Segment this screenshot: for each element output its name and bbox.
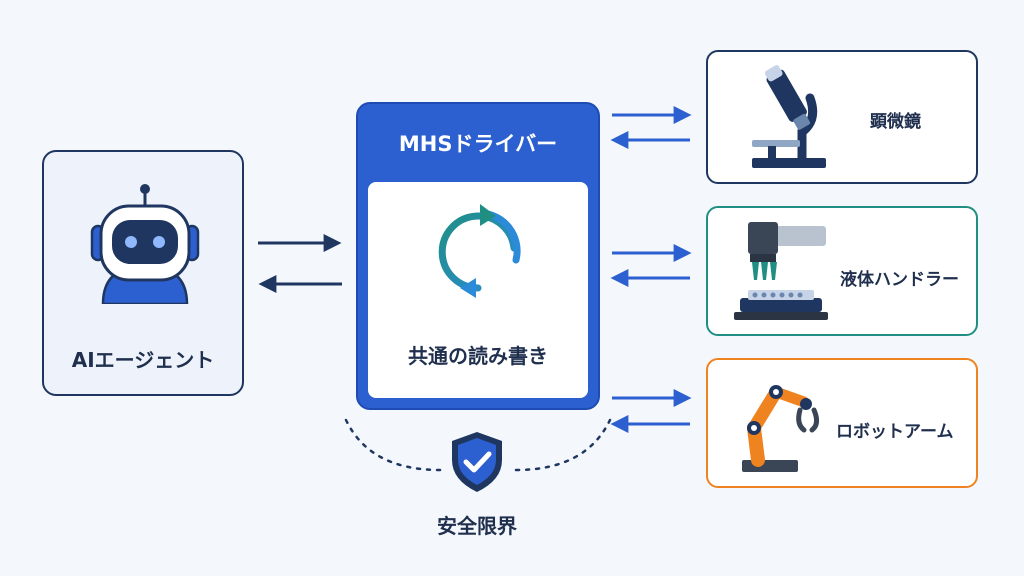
- ai-agent-label: AIエージェント: [71, 348, 215, 372]
- device-robot-arm-label: ロボットアーム: [836, 422, 954, 442]
- agent-driver-arrows: [258, 234, 342, 293]
- device-liquid-handler-box: 液体ハンドラー: [706, 206, 978, 336]
- mhs-driver-box: MHSドライバー 共通の読み書き: [356, 102, 600, 410]
- robot-head-icon: [90, 184, 200, 304]
- shield-check-icon: [452, 432, 502, 492]
- mhs-driver-title: MHSドライバー: [398, 132, 558, 156]
- safety-boundary-arc: [344, 418, 612, 472]
- device-robot-arm-box: ロボットアーム: [706, 358, 978, 488]
- robot-arm-icon: [742, 385, 820, 472]
- device-microscope-label: 顕微鏡: [870, 112, 921, 132]
- microscope-icon: [752, 65, 826, 168]
- liquid-handler-icon: [734, 222, 828, 320]
- sync-arrows-icon: [438, 204, 521, 298]
- driver-device-arrows: [610, 106, 692, 433]
- driver-inner-panel: 共通の読み書き: [368, 182, 588, 398]
- safety-boundary-label: 安全限界: [437, 514, 517, 538]
- device-microscope-box: 顕微鏡: [706, 50, 978, 184]
- driver-caption: 共通の読み書き: [408, 344, 548, 368]
- ai-agent-box: AIエージェント: [42, 150, 244, 396]
- device-liquid-handler-label: 液体ハンドラー: [840, 270, 959, 290]
